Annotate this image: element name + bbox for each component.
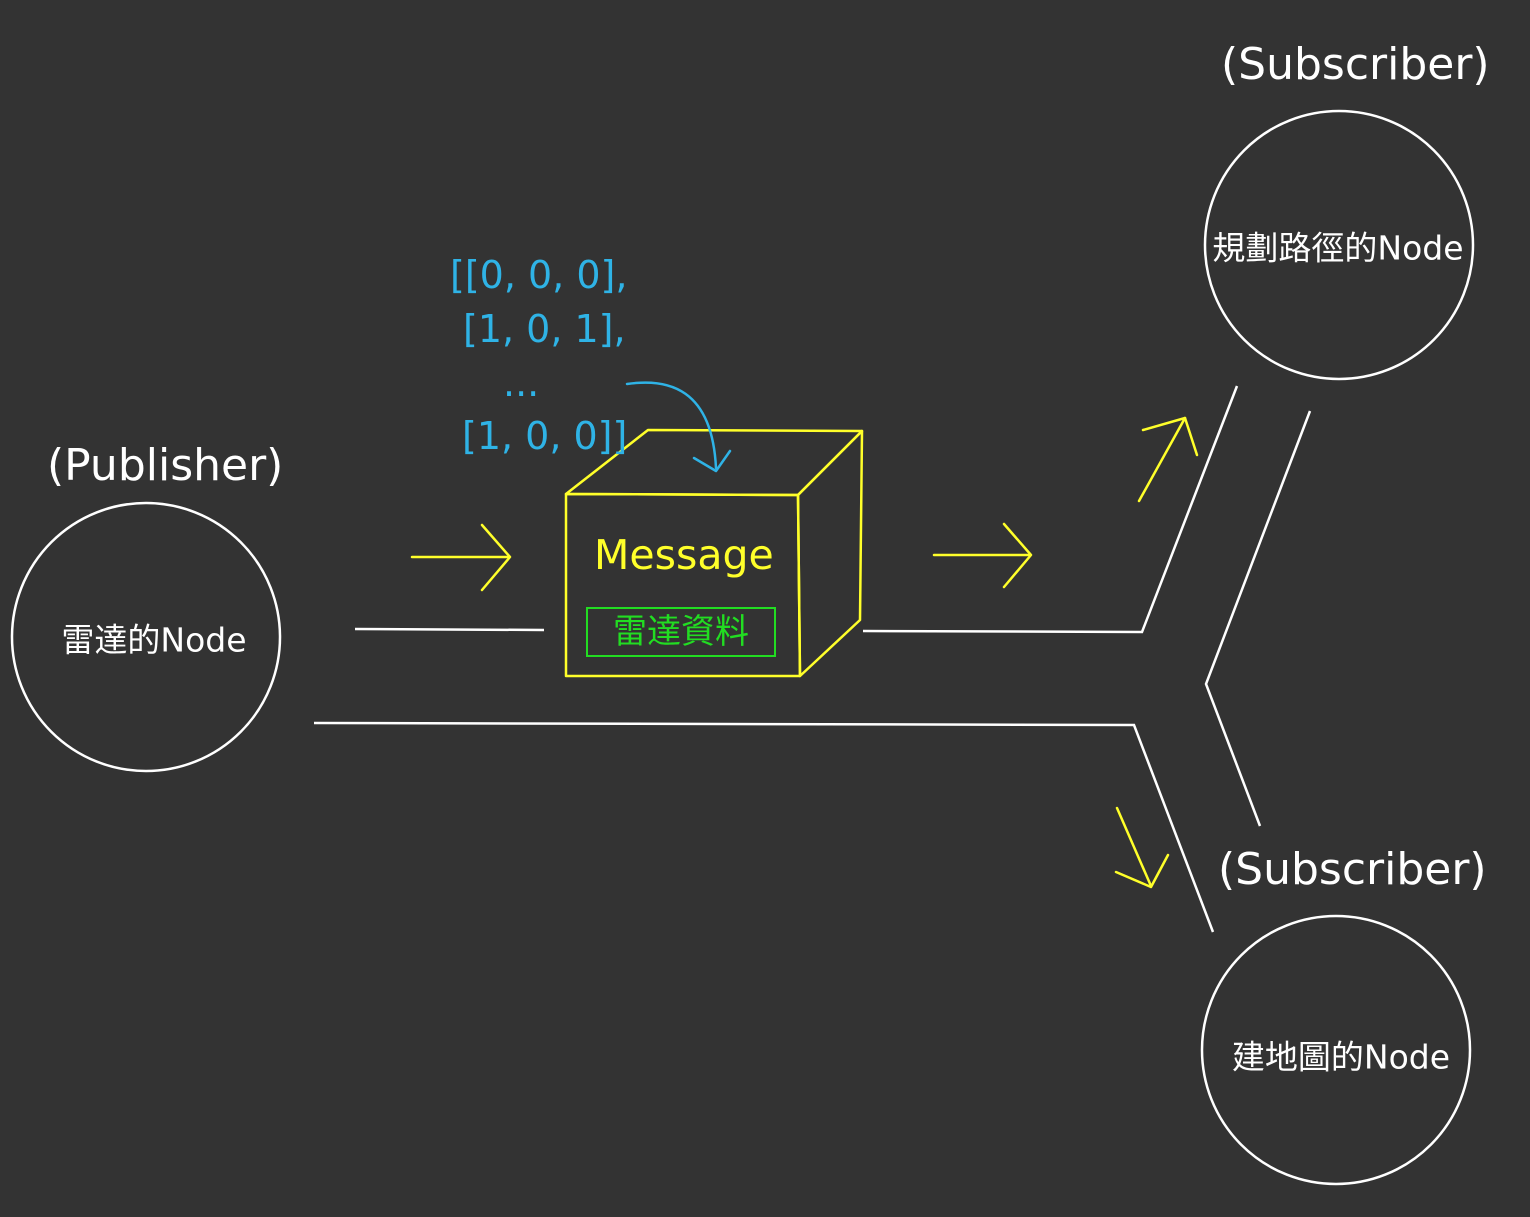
message-box: [564, 428, 864, 678]
arrow-up-right-icon: [1137, 416, 1199, 503]
message-data-line: [1, 0, 0]]: [462, 414, 628, 458]
channel-upper-right-line: [862, 385, 1239, 634]
message-payload-label: 雷達資料: [586, 607, 776, 657]
arrow-down-right-icon: [1114, 806, 1170, 889]
publisher-role-label: (Publisher): [47, 440, 284, 491]
publisher-node-label: 雷達的Node: [61, 620, 247, 660]
message-data-line: [[0, 0, 0],: [450, 253, 628, 297]
publisher-node-circle: [10, 501, 282, 773]
subscriber-bottom-role-label: (Subscriber): [1218, 844, 1487, 895]
channel-inner-fork-line: [1204, 410, 1312, 827]
subscriber-bottom-node-label: 建地圖的Node: [1231, 1037, 1451, 1077]
arrow-right-icon: [932, 522, 1033, 589]
message-title: Message: [594, 531, 774, 579]
message-data-line: [1, 0, 1],: [463, 307, 626, 351]
subscriber-top-role-label: (Subscriber): [1221, 39, 1490, 90]
arrow-right-icon: [410, 523, 512, 592]
message-data-line: ...: [503, 361, 540, 405]
subscriber-bottom-node-circle: [1200, 914, 1472, 1186]
subscriber-top-node-circle: [1203, 109, 1475, 381]
subscriber-top-node-label: 規劃路徑的Node: [1212, 228, 1464, 268]
channel-upper-left-line: [354, 627, 545, 632]
channel-lower-line: [313, 721, 1215, 933]
curved-arrow-icon: [625, 381, 732, 473]
message-box-side-face: [796, 429, 864, 678]
